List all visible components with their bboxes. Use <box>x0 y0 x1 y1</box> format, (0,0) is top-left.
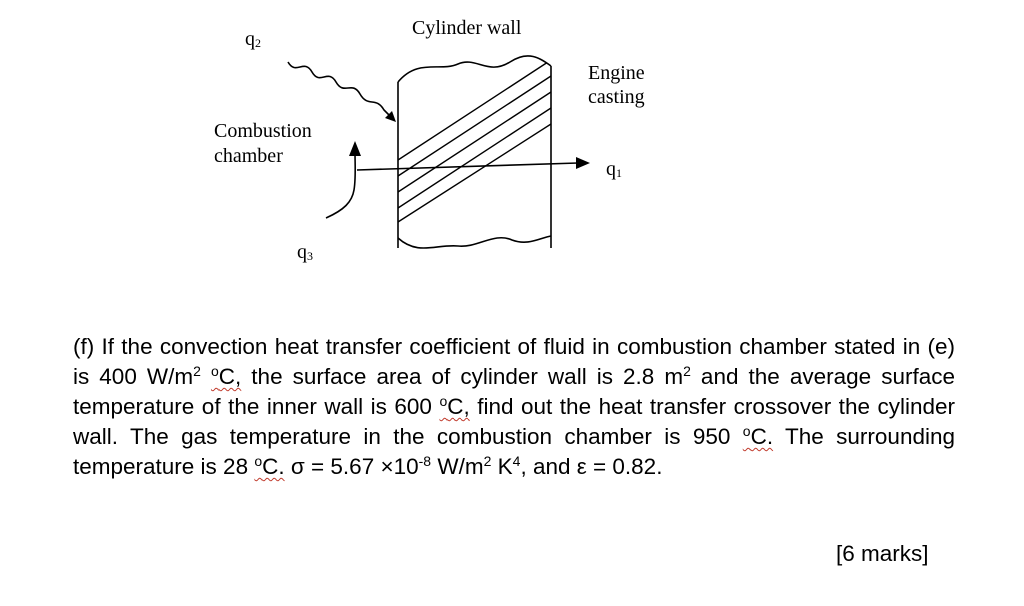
combustion-chamber-label-line1: Combustion <box>214 120 312 142</box>
q2-radiation-arrow <box>287 61 396 122</box>
cylinder-wall-block <box>397 55 552 249</box>
q1-label: q1 <box>606 158 622 180</box>
engine-casting-label-line2: casting <box>588 86 645 108</box>
wall-bottom-wavy-edge <box>397 235 552 249</box>
heat-transfer-diagram <box>287 55 590 249</box>
degree-celsius-unit: oC. <box>742 423 774 449</box>
q3-label: q3 <box>297 241 313 263</box>
marks-label: [6 marks] <box>836 541 929 566</box>
combustion-chamber-label-line2: chamber <box>214 145 283 167</box>
degree-celsius-unit: oC, <box>439 393 470 419</box>
degree-celsius-unit: oC. <box>254 453 285 479</box>
wall-top-wavy-edge <box>397 55 552 83</box>
q3-convection-arrow <box>325 141 361 219</box>
degree-celsius-unit: oC, <box>210 363 242 389</box>
q2-label: q2 <box>245 28 261 50</box>
engine-casting-label-line1: Engine <box>588 62 645 84</box>
wall-hatching <box>398 59 551 223</box>
q1-conduction-arrow <box>356 157 590 171</box>
cylinder-wall-label: Cylinder wall <box>412 17 522 39</box>
problem-statement: (f) If the convection heat transfer coef… <box>73 334 955 479</box>
